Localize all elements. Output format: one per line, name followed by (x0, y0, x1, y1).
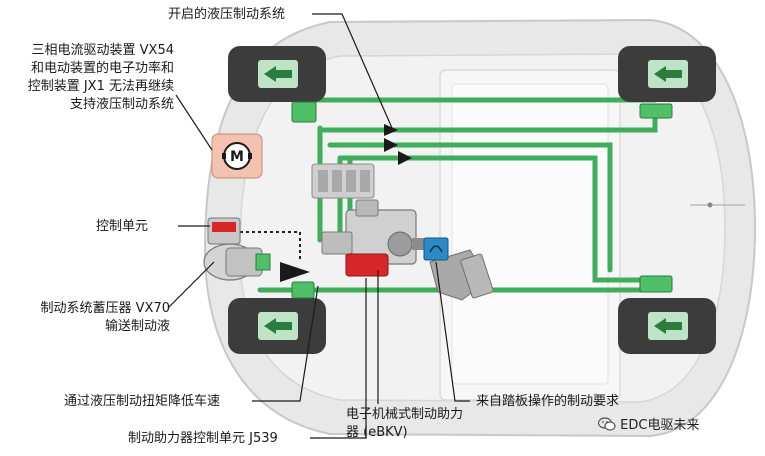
label-torque-reduction: 通过液压制动扭矩降低车速 (64, 394, 221, 409)
left-arrow-icon (264, 318, 292, 334)
flow-arrow-2 (384, 138, 398, 152)
label-vx70: 制动系统蓄压器 VX70 输送制动液 (40, 301, 170, 334)
pedal-sensor-icon (423, 237, 449, 261)
flow-arrow-3 (398, 151, 412, 165)
vx70-accumulator (203, 243, 271, 281)
leader-j539 (310, 278, 367, 439)
wheel-front-left (228, 46, 326, 102)
left-arrow-icon (264, 66, 292, 82)
leader-vx70 (167, 261, 215, 309)
flow-arrow-1 (384, 124, 398, 136)
watermark-text: EDC电驱未来 (620, 418, 700, 433)
car-body (203, 18, 757, 438)
flow-arrow-main (280, 262, 310, 282)
leader-pedal (435, 261, 470, 402)
motor-vx54: M (211, 133, 263, 179)
brake-calipers (291, 101, 673, 299)
ebkv-booster (321, 199, 426, 277)
left-arrow-icon (654, 318, 682, 334)
j539-control-unit (345, 253, 389, 277)
leader-lines (167, 13, 470, 439)
wheel-front-right (618, 46, 716, 102)
label-vx54-note: 三相电流驱动装置 VX54 和电动装置的电子功率和 控制装置 JX1 无法再继续… (27, 43, 174, 112)
label-hydraulic-system: 开启的液压制动系统 (168, 7, 286, 22)
control-signal-line (240, 231, 301, 262)
left-arrow-icon (654, 66, 682, 82)
leader-vx54 (175, 94, 213, 151)
leader-hydraulic (312, 13, 393, 129)
label-control-unit: 控制单元 (96, 219, 149, 234)
flow-arrows (280, 124, 412, 282)
wheel-rear-right (618, 298, 716, 354)
valve-block (311, 163, 375, 199)
label-j539: 制动助力器控制单元 J539 (128, 431, 278, 446)
label-ebkv: 电子机械式制动助力 器 (eBKV) (346, 407, 464, 440)
control-unit-module (207, 217, 241, 245)
wheel-rear-left (228, 298, 326, 354)
watermark: EDC电驱未来 (597, 417, 700, 435)
brake-pedal (423, 237, 494, 301)
label-pedal-request: 来自踏板操作的制动要求 (476, 394, 620, 409)
wechat-icon (597, 417, 616, 431)
motor-symbol: M (230, 149, 244, 165)
leader-torque (252, 285, 319, 402)
